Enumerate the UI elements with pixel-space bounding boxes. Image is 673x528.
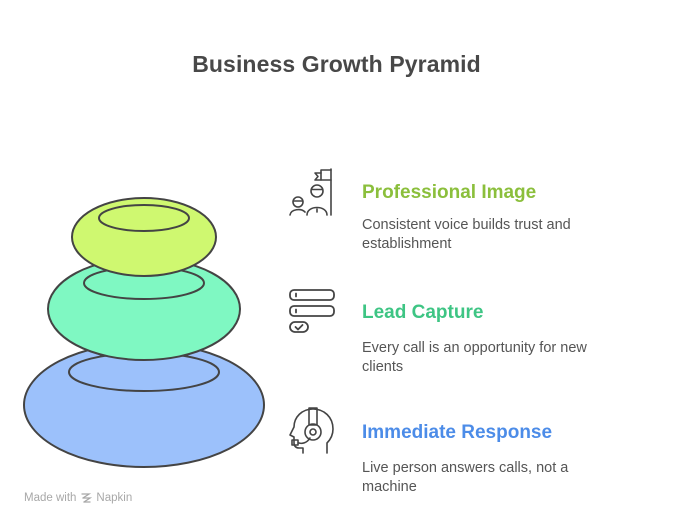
tier-top-outer — [71, 197, 217, 277]
tier-bottom-title: Immediate Response — [362, 422, 553, 443]
footer-made-with: Made with — [24, 492, 77, 504]
tier-top — [71, 197, 217, 277]
tier-top-title: Professional Image — [362, 182, 537, 203]
footer-brand[interactable]: Napkin — [96, 492, 133, 504]
tier-top-inner — [98, 204, 190, 232]
tier-middle-title: Lead Capture — [362, 302, 484, 323]
people-flag-icon — [289, 168, 332, 216]
headset-agent-icon — [289, 407, 334, 454]
tier-top-description: Consistent voice builds trust and establ… — [362, 217, 571, 252]
tier-middle-description: Every call is an opportunity for new cli… — [362, 340, 587, 375]
tier-bottom — [23, 342, 265, 468]
diagram-title: Business Growth Pyramid — [192, 51, 481, 77]
tier-bottom-outer — [23, 342, 265, 468]
napkin-logo-icon — [81, 493, 93, 503]
footer-watermark: Made with Napkin — [24, 492, 132, 504]
tier-bottom-description: Live person answers calls, not a machine — [362, 460, 569, 495]
form-checklist-icon — [289, 289, 335, 333]
